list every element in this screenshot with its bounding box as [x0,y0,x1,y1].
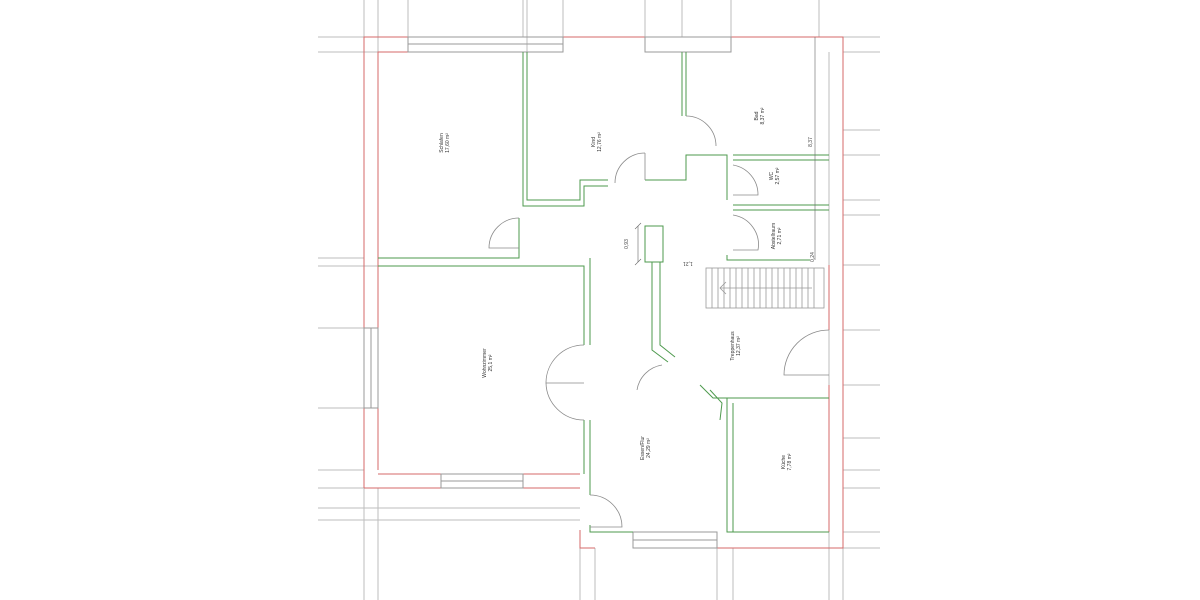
grid-lines [318,0,880,600]
room-label-treppenhaus: Treppenhaus 12,37 m² [730,328,742,364]
room-label-essen-flur: Essen/Flur 24,29 m² [640,432,652,464]
interior-walls [378,52,829,533]
exterior-walls [363,36,844,549]
room-area: 12,76 m² [597,132,603,152]
room-area: 8,37 m² [760,107,766,125]
room-label-kind: Kind 12,76 m² [591,127,603,157]
room-area: 25,1 m² [488,354,494,372]
room-area: 2,57 m² [775,167,781,185]
room-area: 24,29 m² [646,438,652,458]
dimension-shaft-width: 1,21 [683,260,693,266]
room-label-kuche: Küche 7,78 m² [781,447,793,477]
dimension-lines [634,37,816,266]
room-area: 17,60 m² [445,133,451,153]
room-area: 12,37 m² [736,336,742,356]
room-label-abstellraum: Abstellraum 2,71 m² [771,219,783,253]
dimension-bad: 8,37 [807,137,814,147]
room-area: 2,71 m² [777,227,783,245]
windows [363,36,732,549]
room-label-wohnzimmer: Wohnzimmer 25,1 m² [482,345,494,381]
dimension-shaft-height: 0,93 [623,239,630,249]
door-swings [488,115,830,528]
stairs [705,267,825,309]
room-label-schlafen: Schlafen 17,60 m² [439,128,451,158]
room-area: 7,78 m² [787,453,793,471]
room-label-wc: WC 2,57 m² [769,161,781,191]
room-label-bad: Bad 8,37 m² [754,101,766,131]
dimension-stair-gap: 0,24 [809,252,816,262]
